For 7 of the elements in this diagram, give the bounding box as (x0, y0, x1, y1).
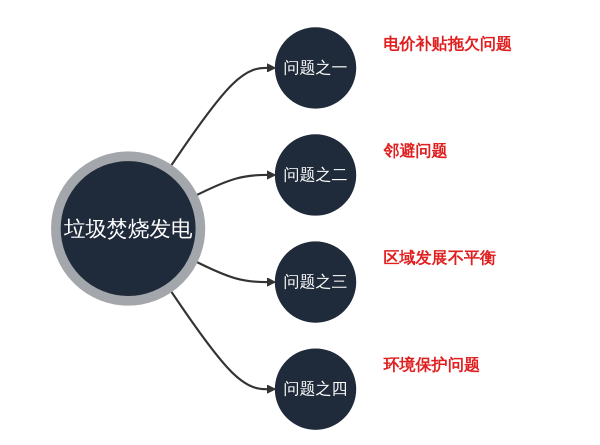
node-circle: 问题之一 (274, 27, 356, 109)
node-label: 电价补贴拖欠问题 (384, 34, 512, 54)
node-circle: 问题之三 (274, 241, 356, 323)
node-circle: 问题之四 (274, 348, 356, 430)
node-label: 区域发展不平衡 (384, 248, 496, 268)
node-circle: 垃圾焚烧发电 (51, 151, 206, 306)
node-circle: 问题之二 (274, 134, 356, 216)
